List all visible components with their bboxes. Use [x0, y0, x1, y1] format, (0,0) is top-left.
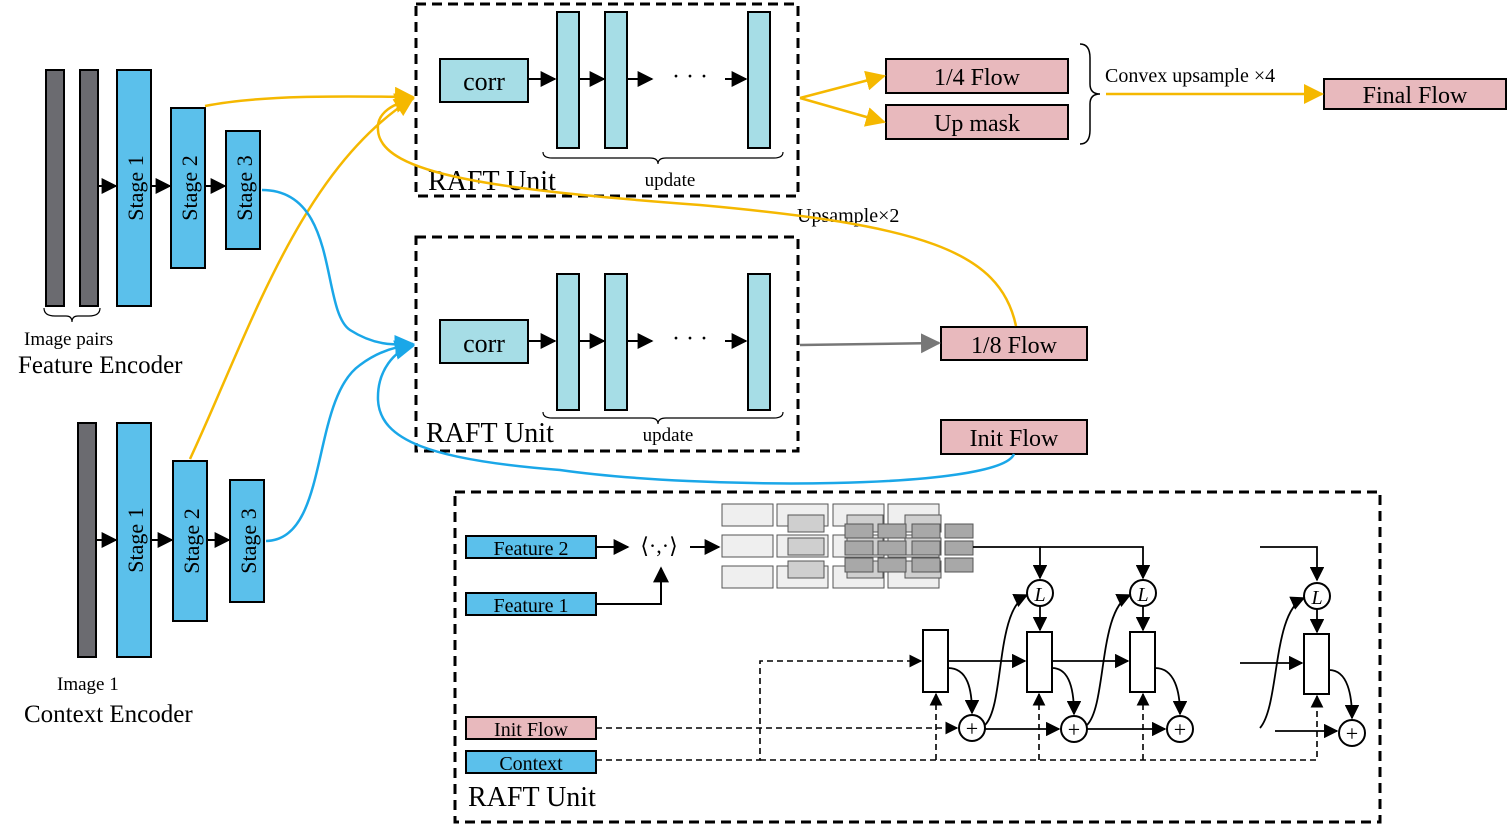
- sum-node-4: [1338, 719, 1366, 747]
- arrow-context-to-middle-raft: [265, 336, 415, 543]
- iteration-dots-top: · · ·: [672, 64, 708, 90]
- context-input-label: Context: [499, 753, 563, 775]
- image-1-label: Image 1: [57, 674, 119, 695]
- eighth-flow-box: [940, 326, 1088, 361]
- feature-encoder: Stage 1 Stage 2 Stage 3 Image pairs Feat…: [18, 69, 261, 379]
- raft-unit-top-title: RAFT Unit: [428, 166, 556, 197]
- eighth-flow-label: 1/8 Flow: [971, 333, 1058, 359]
- init-flow-label: Init Flow: [970, 426, 1059, 452]
- corr-label-top: corr: [463, 67, 505, 96]
- lookup-label-3: L: [1310, 587, 1322, 609]
- feature-2-label: Feature 2: [494, 538, 569, 560]
- image-pairs-brace: [43, 307, 101, 323]
- flow-arrows: [188, 70, 1324, 543]
- update-label-top: update: [645, 170, 696, 191]
- raft-unit-detail: RAFT Unit Feature 2 Feature 1 Init Flow …: [453, 490, 1382, 824]
- context-image-frame: [77, 422, 97, 658]
- sum-label-2: +: [1068, 717, 1080, 742]
- feature-stage-1-label: Stage 1: [123, 155, 148, 220]
- up-mask-box: [885, 104, 1069, 140]
- raft-unit-middle-frame: [414, 235, 800, 453]
- feature-1-label: Feature 1: [494, 595, 569, 617]
- feature-encoder-title: Feature Encoder: [18, 352, 183, 379]
- sum-label-3: +: [1174, 717, 1186, 742]
- upsample-x2-label: Upsample×2: [797, 205, 899, 227]
- arrow-init-flow-to-middle-raft: [376, 340, 1016, 485]
- image-pair-frame-1: [45, 69, 65, 307]
- feature-stage-3: [225, 130, 261, 250]
- update-block-2: [1026, 631, 1053, 693]
- final-flow-box: [1323, 78, 1507, 110]
- convex-upsample-label: Convex upsample ×4: [1105, 65, 1275, 87]
- update-block-3: [1129, 631, 1156, 693]
- image-pair-frame-2: [79, 69, 99, 307]
- quarter-flow-box: [885, 58, 1069, 94]
- corr-box-middle: [439, 319, 529, 364]
- arrow-context-to-top-raft: [188, 96, 415, 460]
- context-stage-1-label: Stage 1: [123, 507, 148, 572]
- feature-stage-2-label: Stage 2: [177, 155, 202, 220]
- gru-block-top-1: [556, 11, 580, 149]
- update-block-1: [922, 629, 949, 693]
- update-label-middle: update: [643, 425, 694, 446]
- context-stage-3: [229, 479, 265, 603]
- context-stage-2-label: Stage 2: [179, 508, 204, 573]
- output-boxes: 1/4 Flow Up mask Convex upsample ×4 Fina…: [797, 43, 1507, 455]
- gru-block-top-2: [604, 11, 628, 149]
- raft-unit-detail-frame: [453, 490, 1382, 824]
- arrow-feature-to-middle-raft: [261, 188, 415, 355]
- correlation-pyramid: [721, 503, 974, 589]
- final-flow-label: Final Flow: [1363, 83, 1468, 109]
- arrow-to-eighth-flow: [799, 333, 941, 354]
- arrow-to-quarter-flow: [799, 70, 886, 100]
- gru-block-middle-3: [747, 273, 771, 411]
- context-encoder: Stage 1 Stage 2 Stage 3 Image 1 Context …: [24, 422, 265, 728]
- feature-stage-3-label: Stage 3: [232, 155, 257, 220]
- feature-stage-1: [116, 69, 152, 307]
- raft-unit-middle: corr · · · update RAFT Unit: [414, 235, 800, 453]
- corr-box-top: [439, 58, 529, 103]
- gru-block-middle-2: [604, 273, 628, 411]
- raft-unit-top: corr · · · update RAFT Unit: [414, 2, 800, 198]
- arrow-to-up-mask: [799, 96, 886, 127]
- inner-product-symbol: ⟨·,·⟩: [640, 533, 677, 558]
- context-stage-2: [172, 460, 208, 622]
- update-block-4: [1303, 633, 1330, 695]
- image-pairs-label: Image pairs: [24, 329, 113, 350]
- sum-node-3: [1166, 715, 1194, 743]
- arrow-feature-to-top-raft: [204, 86, 415, 108]
- update-brace-middle: [542, 411, 784, 425]
- feature-stage-2: [170, 107, 206, 269]
- convex-brace: [1079, 43, 1101, 145]
- update-brace-top: [542, 151, 784, 165]
- lookup-label-2: L: [1136, 584, 1148, 606]
- raft-unit-detail-title: RAFT Unit: [468, 782, 596, 813]
- context-stage-1: [116, 422, 152, 658]
- raft-unit-middle-title: RAFT Unit: [426, 418, 554, 449]
- sum-label-1: +: [966, 716, 978, 741]
- dashed-connections: [596, 654, 1324, 761]
- lookup-label-1: L: [1033, 584, 1045, 606]
- arrow-upsample-to-top-raft: [376, 93, 1018, 327]
- context-input-box: [465, 750, 597, 774]
- context-stage-3-label: Stage 3: [236, 508, 261, 573]
- gru-block-top-3: [747, 11, 771, 149]
- sum-node-1: [958, 714, 986, 742]
- up-mask-label: Up mask: [934, 111, 1020, 137]
- context-encoder-title: Context Encoder: [24, 701, 193, 728]
- corr-label-middle: corr: [463, 329, 505, 358]
- sum-label-4: +: [1346, 721, 1358, 746]
- quarter-flow-label: 1/4 Flow: [934, 65, 1021, 91]
- gru-block-middle-1: [556, 273, 580, 411]
- init-flow-input-label: Init Flow: [494, 719, 568, 741]
- iteration-dots-middle: · · ·: [672, 326, 708, 352]
